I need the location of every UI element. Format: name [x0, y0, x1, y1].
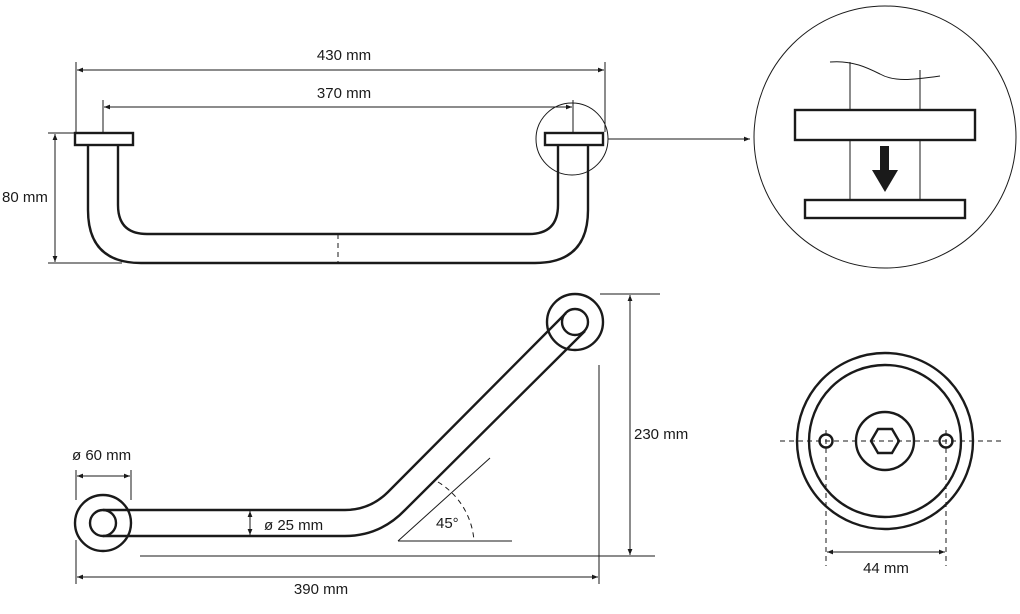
dim-60-label: ø 60 mm [72, 447, 131, 464]
angle-label: 45° [436, 515, 459, 532]
lower-plate [803, 198, 967, 220]
left-flange [73, 131, 135, 147]
left-flange-inner [88, 508, 118, 538]
angled-bar-bottom-outline [103, 330, 586, 538]
down-arrow-icon [872, 146, 898, 192]
dim-370-label: 370 mm [317, 85, 371, 102]
detail-callout-circle [535, 102, 609, 176]
dim-390-label: 390 mm [294, 581, 348, 598]
hex-socket-icon [869, 427, 901, 455]
detail-circle [753, 5, 1017, 269]
top-view: 430 mm 370 mm 80 mm [2, 47, 750, 265]
dim-80-label: 80 mm [2, 189, 48, 206]
dim-230-label: 230 mm [634, 426, 688, 443]
flange-view: 44 mm [780, 351, 1004, 577]
dim-44-label: 44 mm [863, 560, 909, 577]
angled-bar-top-outline [103, 312, 567, 512]
upper-plate [793, 108, 977, 142]
bar-inner-outline [116, 145, 560, 236]
right-flange-inner [560, 307, 590, 337]
detail-view [753, 5, 1017, 269]
angled-view: 45° ø 60 mm ø 25 mm 230 mm 390 mm [72, 292, 688, 598]
angle-diagonal-line [397, 457, 491, 542]
dim-430-label: 430 mm [317, 47, 371, 64]
right-flange-outer [545, 292, 605, 352]
break-line [829, 61, 941, 80]
angle-arc [437, 481, 475, 542]
dim-25-label: ø 25 mm [264, 517, 323, 534]
left-flange-outer [73, 493, 133, 553]
right-flange [543, 131, 605, 147]
